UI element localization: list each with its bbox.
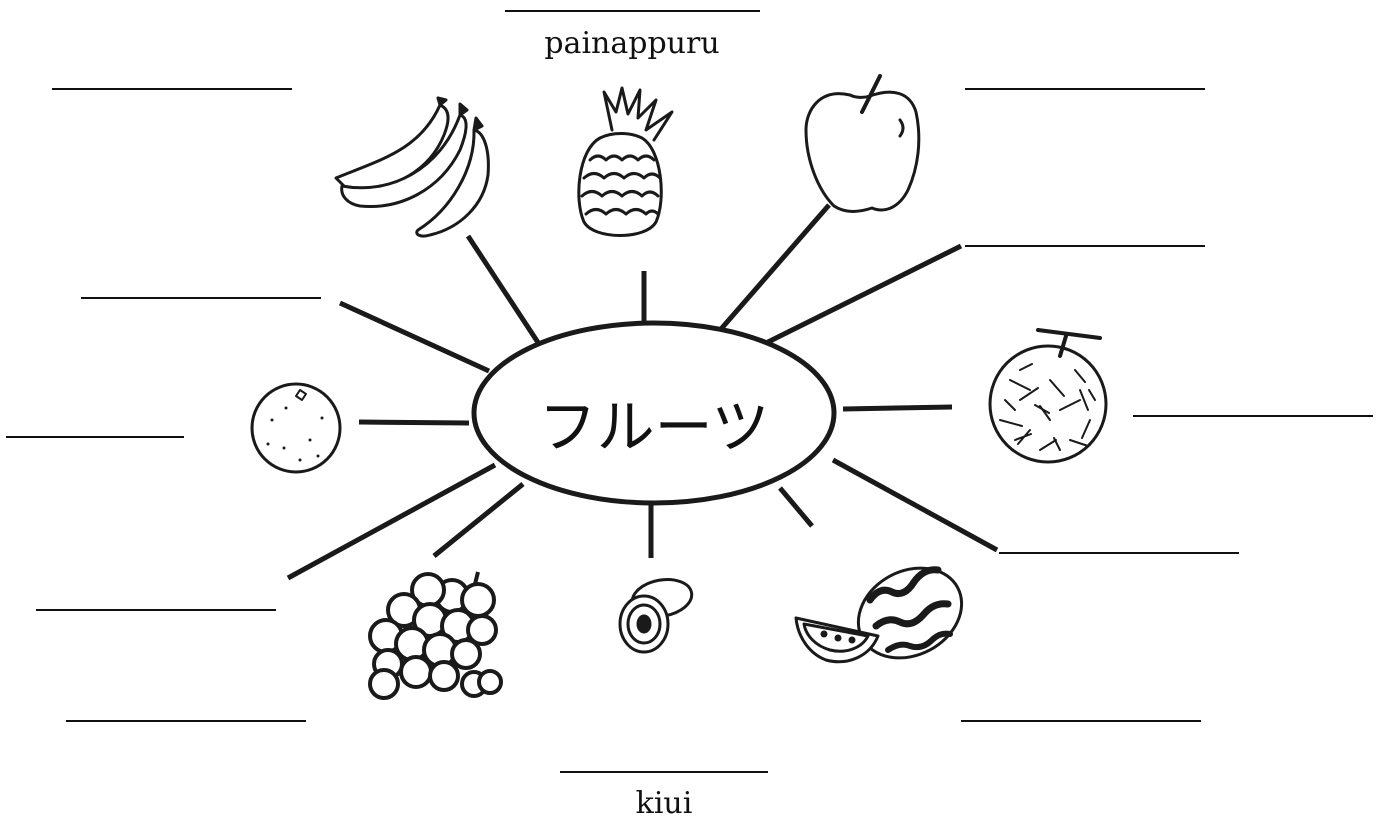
given-word-pineapple: painappuru bbox=[544, 26, 719, 61]
center-label: フルーツ bbox=[539, 380, 770, 464]
pineapple-icon bbox=[579, 88, 672, 236]
kiwi-icon bbox=[620, 575, 695, 652]
watermelon-icon bbox=[796, 551, 977, 676]
apple-icon bbox=[806, 76, 919, 212]
banana-icon bbox=[336, 98, 488, 236]
melon-icon bbox=[990, 330, 1106, 462]
given-word-kiwi: kiui bbox=[636, 786, 693, 821]
grapes-icon bbox=[370, 572, 501, 698]
orange-icon bbox=[252, 384, 340, 472]
